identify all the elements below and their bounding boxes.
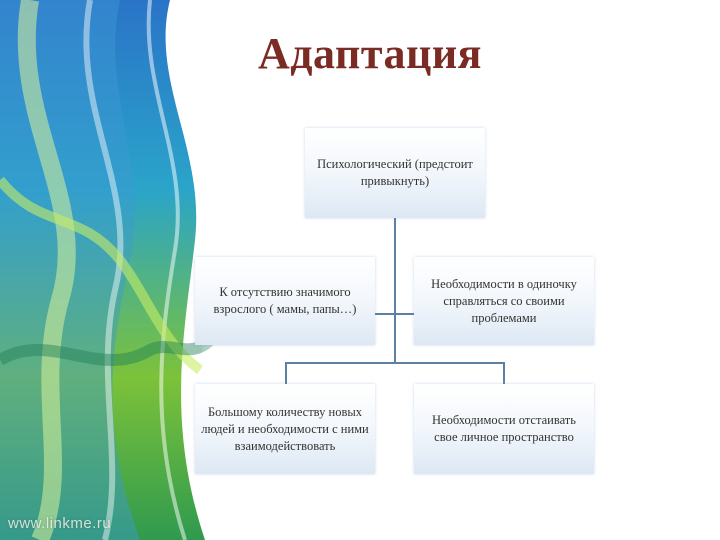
diagram-node-right-1: Необходимости в одиночку справляться со …	[414, 257, 594, 345]
node-label: Необходимости в одиночку справляться со …	[431, 276, 577, 325]
connector-line	[375, 313, 415, 315]
watermark-text: www.linkme.ru	[8, 515, 112, 532]
node-label: Большому количеству новых людей и необхо…	[201, 404, 369, 453]
diagram-node-left-2: Большому количеству новых людей и необхо…	[195, 384, 375, 474]
connector-line	[285, 362, 287, 384]
diagram-node-right-2: Необходимости отстаивать свое личное про…	[414, 384, 594, 474]
slide-title: Адаптация	[258, 29, 482, 78]
diagram-root-node: Психологический (предстоит привыкнуть)	[305, 128, 485, 218]
node-label: К отсутствию значимого взрослого ( мамы,…	[213, 285, 357, 316]
diagram-node-left-1: К отсутствию значимого взрослого ( мамы,…	[195, 257, 375, 345]
connector-line	[503, 362, 505, 384]
node-label: Психологический (предстоит привыкнуть)	[317, 157, 473, 188]
node-label: Необходимости отстаивать свое личное про…	[432, 413, 576, 444]
connector-line	[285, 362, 505, 364]
connector-line	[394, 218, 396, 363]
